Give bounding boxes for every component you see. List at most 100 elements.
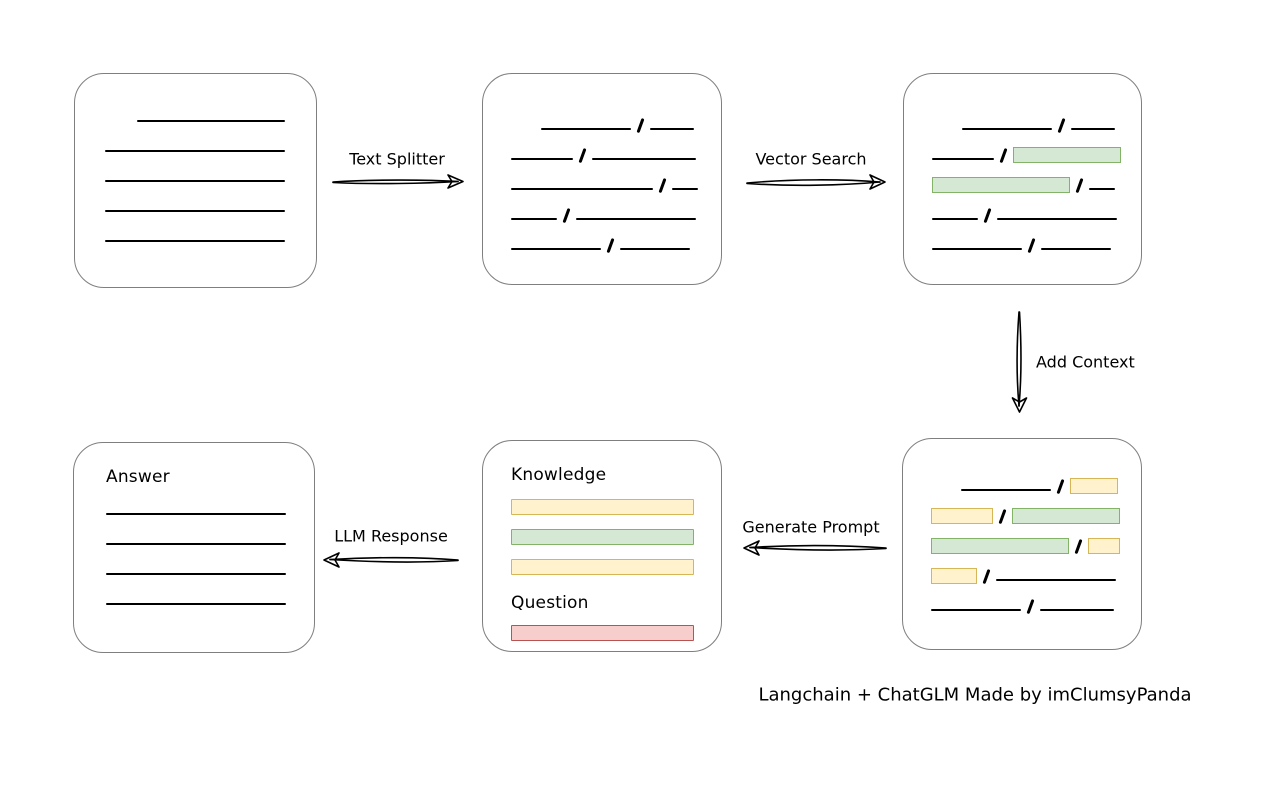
chunk-row bbox=[931, 555, 1141, 585]
slash-separator bbox=[999, 148, 1007, 163]
text-line bbox=[961, 489, 1051, 491]
text-line bbox=[931, 609, 1021, 611]
chunk-row bbox=[932, 194, 1141, 224]
text-line bbox=[541, 128, 631, 130]
add-context-label: Add Context bbox=[1036, 352, 1135, 372]
slash-separator bbox=[562, 208, 570, 223]
text-splitter-label: Text Splitter bbox=[349, 149, 445, 169]
chunk-rows bbox=[483, 74, 721, 254]
chunk-row bbox=[511, 224, 721, 254]
slash-separator bbox=[1074, 539, 1082, 554]
diagram-caption: Langchain + ChatGLM Made by imClumsyPand… bbox=[758, 684, 1192, 706]
text-line bbox=[996, 218, 1117, 220]
text-line bbox=[511, 158, 573, 160]
text-line bbox=[995, 579, 1116, 581]
yellow-bar bbox=[511, 499, 694, 515]
text-line bbox=[511, 218, 557, 220]
knowledge-title: Knowledge bbox=[511, 465, 607, 485]
chunk-row bbox=[932, 104, 1141, 134]
add-context-arrow bbox=[1011, 311, 1028, 413]
text-line bbox=[106, 513, 286, 515]
generate-prompt-arrow bbox=[743, 540, 887, 556]
green-chunk bbox=[931, 538, 1069, 554]
chunk-row bbox=[511, 134, 721, 164]
text-splitter-arrow bbox=[332, 174, 464, 189]
context-chunk-rows bbox=[903, 439, 1141, 615]
slash-separator bbox=[998, 509, 1006, 524]
knowledge-bars bbox=[511, 499, 695, 575]
slash-separator bbox=[1057, 118, 1065, 133]
text-line bbox=[1039, 609, 1114, 611]
matched-chunk-rows bbox=[904, 74, 1141, 254]
chunk-row bbox=[511, 104, 721, 134]
green-bar bbox=[511, 529, 694, 545]
chunk-row bbox=[931, 465, 1141, 495]
yellow-chunk bbox=[931, 568, 977, 584]
green-chunk bbox=[1012, 147, 1121, 163]
slash-separator bbox=[606, 238, 614, 253]
text-line bbox=[932, 218, 978, 220]
text-line bbox=[511, 248, 601, 250]
text-line bbox=[511, 188, 653, 190]
yellow-bar bbox=[511, 559, 694, 575]
chunk-row bbox=[931, 585, 1141, 615]
vector-search-label: Vector Search bbox=[755, 149, 867, 169]
chunk-row bbox=[511, 194, 721, 224]
chunk-row bbox=[931, 525, 1141, 555]
vector-search-arrow bbox=[746, 174, 886, 190]
question-title: Question bbox=[511, 593, 589, 613]
text-line bbox=[671, 188, 698, 190]
node-answer: Answer bbox=[73, 442, 315, 653]
green-chunk bbox=[1011, 508, 1120, 524]
text-line bbox=[619, 248, 690, 250]
document-lines bbox=[75, 74, 316, 242]
slash-separator bbox=[1075, 178, 1083, 193]
slash-separator bbox=[982, 569, 990, 584]
text-line bbox=[105, 150, 285, 152]
slash-separator bbox=[578, 148, 586, 163]
text-line bbox=[962, 128, 1052, 130]
llm-response-label: LLM Response bbox=[334, 526, 448, 546]
yellow-chunk bbox=[1069, 478, 1118, 494]
text-line bbox=[106, 543, 286, 545]
chunk-row bbox=[932, 134, 1141, 164]
chunk-row bbox=[931, 495, 1141, 525]
text-line bbox=[649, 128, 694, 130]
node-matched-chunks bbox=[903, 73, 1142, 285]
yellow-chunk bbox=[931, 508, 993, 524]
text-line bbox=[1088, 188, 1115, 190]
text-line bbox=[1040, 248, 1111, 250]
slash-separator bbox=[636, 118, 644, 133]
slash-separator bbox=[658, 178, 666, 193]
text-line bbox=[106, 603, 286, 605]
slash-separator bbox=[1056, 479, 1064, 494]
llm-response-arrow bbox=[323, 552, 459, 568]
text-line bbox=[932, 158, 994, 160]
slash-separator bbox=[983, 208, 991, 223]
text-line bbox=[1070, 128, 1115, 130]
answer-title: Answer bbox=[106, 467, 170, 487]
node-split-chunks bbox=[482, 73, 722, 285]
text-line bbox=[105, 240, 285, 242]
question-bars bbox=[511, 625, 695, 641]
text-line bbox=[105, 180, 285, 182]
node-context-chunks bbox=[902, 438, 1142, 650]
node-source-document bbox=[74, 73, 317, 288]
green-chunk bbox=[932, 177, 1070, 193]
text-line bbox=[105, 210, 285, 212]
chunk-row bbox=[511, 164, 721, 194]
answer-lines bbox=[106, 487, 314, 605]
text-line bbox=[591, 158, 696, 160]
node-prompt: Knowledge Question bbox=[482, 440, 722, 652]
slash-separator bbox=[1026, 599, 1034, 614]
text-line bbox=[137, 120, 285, 122]
red-bar bbox=[511, 625, 694, 641]
yellow-chunk bbox=[1087, 538, 1120, 554]
chunk-row bbox=[932, 224, 1141, 254]
text-line bbox=[106, 573, 286, 575]
chunk-row bbox=[932, 164, 1141, 194]
text-line bbox=[575, 218, 696, 220]
slash-separator bbox=[1027, 238, 1035, 253]
text-line bbox=[932, 248, 1022, 250]
